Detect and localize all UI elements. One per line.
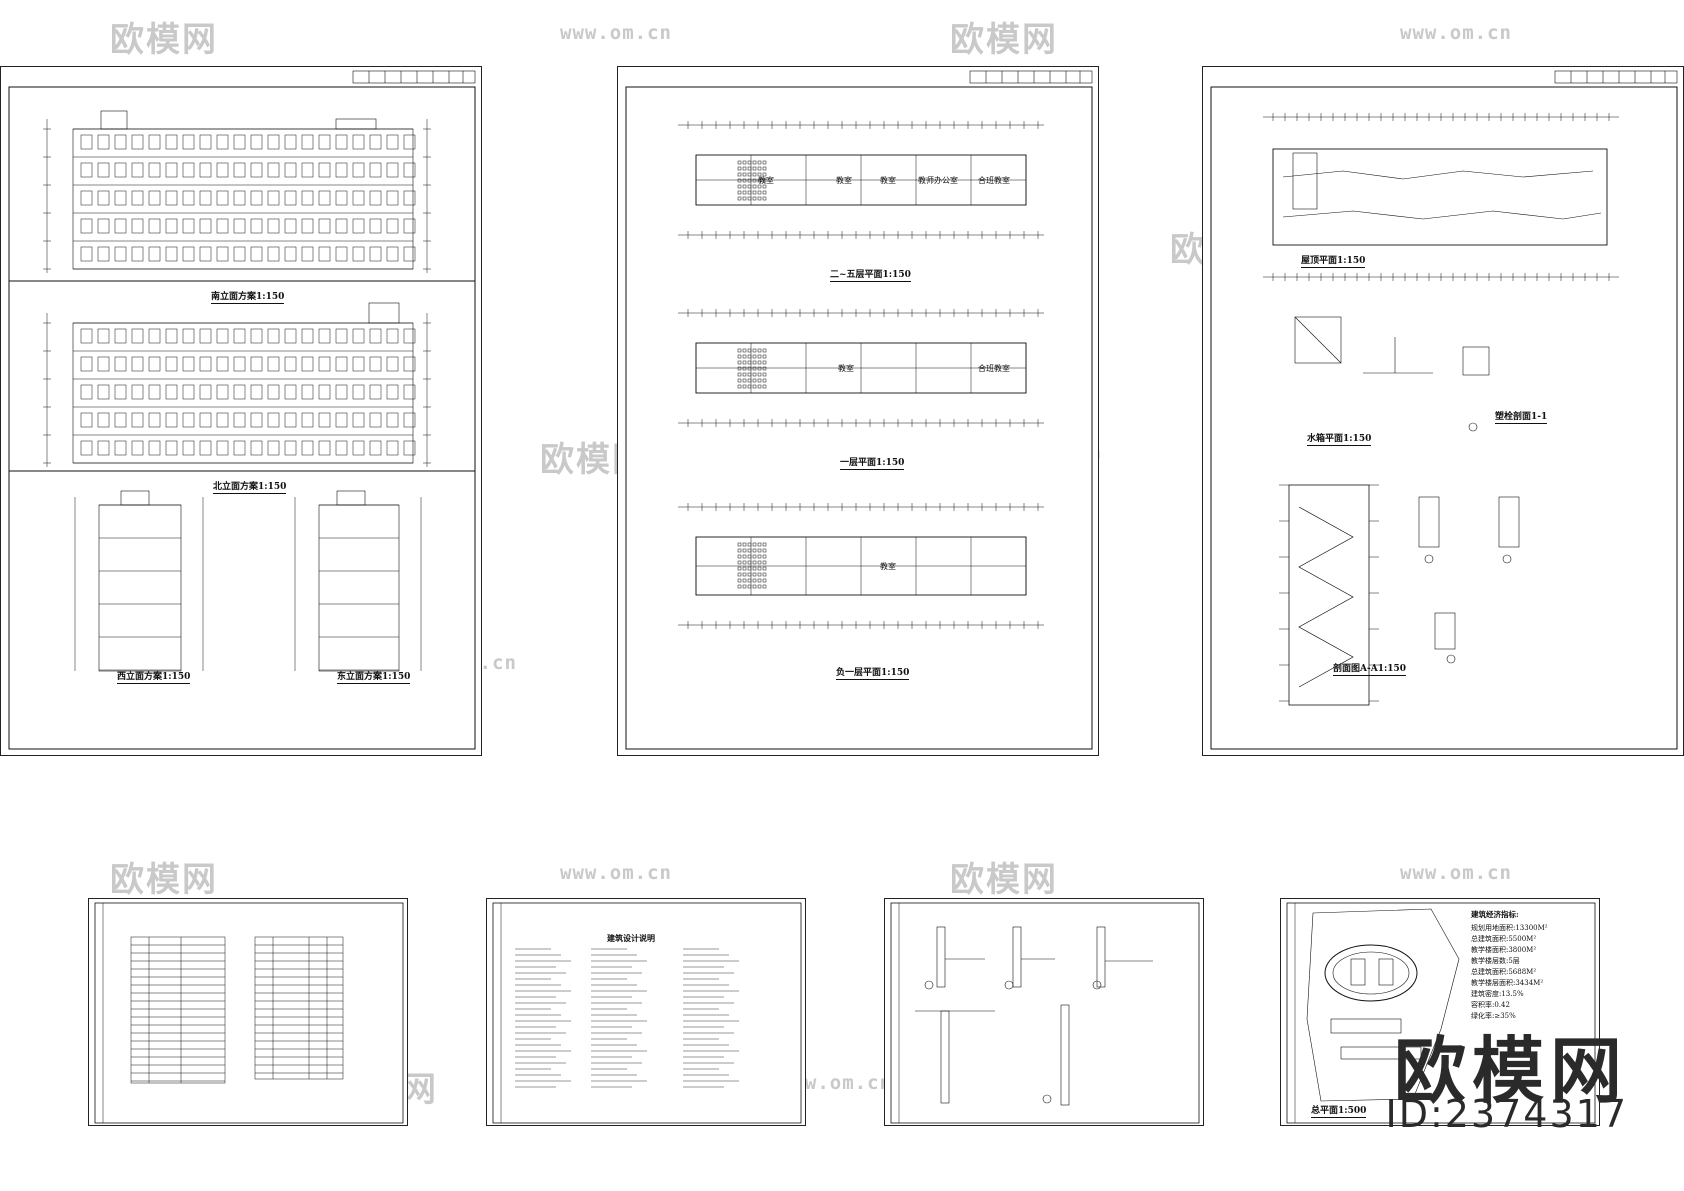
site-stat-line: 教学楼层面积:3434M² <box>1471 979 1544 987</box>
caption-ground-floor-plan: 一层平面1:150 <box>840 455 905 470</box>
watermark-logo: 欧模网 <box>110 20 218 60</box>
site-stat-line: 绿化率:≥35% <box>1471 1012 1516 1020</box>
site-plan-drawing <box>1286 902 1596 1124</box>
watermark-logo: 欧模网 <box>110 860 218 900</box>
watermark-logo: 欧模网 <box>950 860 1058 900</box>
design-notes-text-blocks <box>492 902 802 1124</box>
watermark-logo: 欧模网 <box>950 20 1058 60</box>
room-label: 合班教室 <box>978 176 1010 185</box>
caption-west-elevation: 西立面方案1:150 <box>117 669 191 684</box>
caption-detail-section: 塑栓剖面1-1 <box>1495 409 1548 424</box>
roof-sections-drawing <box>1210 70 1678 750</box>
watermark-url: www.om.cn <box>1400 862 1512 884</box>
wall-details-drawing <box>890 902 1200 1124</box>
site-stat-line: 容积率:0.42 <box>1471 1001 1510 1009</box>
site-stat-line: 总建筑面积:5688M² <box>1471 968 1537 976</box>
sheet-site-plan[interactable]: 建筑经济指标: 规划用地面积:13300M² 总建筑面积:5500M² 教学楼面积:… <box>1280 898 1600 1126</box>
drawing-index-tables <box>94 902 404 1124</box>
room-label: 教室 <box>880 562 896 571</box>
caption-typical-floor-plan: 二~五层平面1:150 <box>830 267 911 282</box>
caption-south-elevation: 南立面方案1:150 <box>211 289 285 304</box>
sheet-elevations[interactable]: 南立面方案1:150 北立面方案1:150 西立面方案1:150 东立面方案1:… <box>0 66 482 756</box>
watermark-url: www.om.cn <box>560 22 672 44</box>
brand-logo-text: 欧模网 <box>1393 1029 1628 1113</box>
room-label: 教室 <box>880 176 896 185</box>
sheet-roof-sections[interactable]: 屋顶平面1:150 水箱平面1:150 塑栓剖面1-1 剖面图A-A1:150 <box>1202 66 1684 756</box>
caption-north-elevation: 北立面方案1:150 <box>213 479 287 494</box>
site-stat-line: 建筑密度:13.5% <box>1471 990 1524 998</box>
brand-id: ID:2374317 <box>1385 1092 1628 1136</box>
caption-basement-plan: 负一层平面1:150 <box>836 665 910 680</box>
caption-site-plan: 总平面1:500 <box>1311 1103 1367 1118</box>
sheet-floor-plans[interactable]: 教室 教室 教室 教师办公室 合班教室 教室 合班教室 教室 二~五层平面1:1… <box>617 66 1099 756</box>
room-label: 教室 <box>836 176 852 185</box>
watermark-url: www.om.cn <box>1400 22 1512 44</box>
room-label: 教室 <box>758 176 774 185</box>
room-label: 合班教室 <box>978 364 1010 373</box>
caption-section-aa: 剖面图A-A1:150 <box>1333 661 1407 676</box>
site-stat-line: 教学楼层数:5层 <box>1471 957 1520 965</box>
watermark-url: www.om.cn <box>560 862 672 884</box>
sheet-wall-details[interactable] <box>884 898 1204 1126</box>
sheet-drawing-index[interactable] <box>88 898 408 1126</box>
room-label: 教师办公室 <box>918 176 958 185</box>
caption-water-tank-plan: 水箱平面1:150 <box>1307 431 1372 446</box>
elevations-drawing <box>8 70 476 750</box>
caption-east-elevation: 东立面方案1:150 <box>337 669 411 684</box>
floor-plans-drawing <box>625 70 1093 750</box>
sheet-design-notes[interactable]: 建筑设计说明 <box>486 898 806 1126</box>
site-stats-title: 建筑经济指标: <box>1471 910 1519 919</box>
site-stat-line: 教学楼面积:3800M² <box>1471 946 1537 954</box>
site-stat-line: 总建筑面积:5500M² <box>1471 935 1537 943</box>
room-label: 教室 <box>838 364 854 373</box>
caption-roof-plan: 屋顶平面1:150 <box>1301 253 1366 268</box>
design-notes-title: 建筑设计说明 <box>607 933 655 943</box>
site-stat-line: 规划用地面积:13300M² <box>1471 924 1548 932</box>
